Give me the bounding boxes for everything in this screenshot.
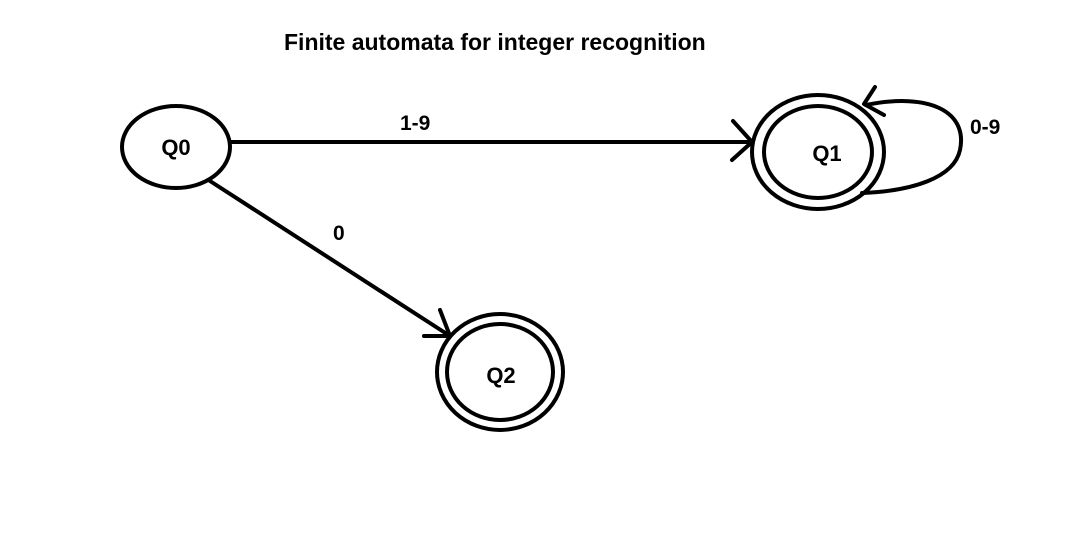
state-q1: Q1 xyxy=(750,93,886,211)
transition-q1-q1-label: 0-9 xyxy=(970,116,1000,139)
state-q0-label: Q0 xyxy=(161,135,190,160)
transition-q0-q1: 1-9 xyxy=(228,112,754,162)
state-q1-label: Q1 xyxy=(812,141,841,166)
transition-q0-q2-line xyxy=(208,179,452,338)
transition-q0-q1-label: 1-9 xyxy=(400,112,430,135)
transition-q1-q1-arrowhead xyxy=(862,85,886,117)
transition-q1-q1: 0-9 xyxy=(860,85,1000,195)
state-q2-label: Q2 xyxy=(486,363,515,388)
state-q1-outer-circle xyxy=(750,93,886,211)
state-q2: Q2 xyxy=(435,312,565,432)
state-q0-circle xyxy=(120,104,232,190)
diagram-title: Finite automata for integer recognition xyxy=(284,29,706,55)
state-q1-inner-circle xyxy=(762,104,874,200)
transition-q0-q2: 0 xyxy=(208,179,452,338)
transition-q0-q2-label: 0 xyxy=(333,222,345,245)
state-q2-inner-circle xyxy=(445,322,555,422)
state-q2-outer-circle xyxy=(435,312,565,432)
transition-q1-q1-loop xyxy=(860,99,964,195)
state-q0: Q0 xyxy=(120,104,232,190)
